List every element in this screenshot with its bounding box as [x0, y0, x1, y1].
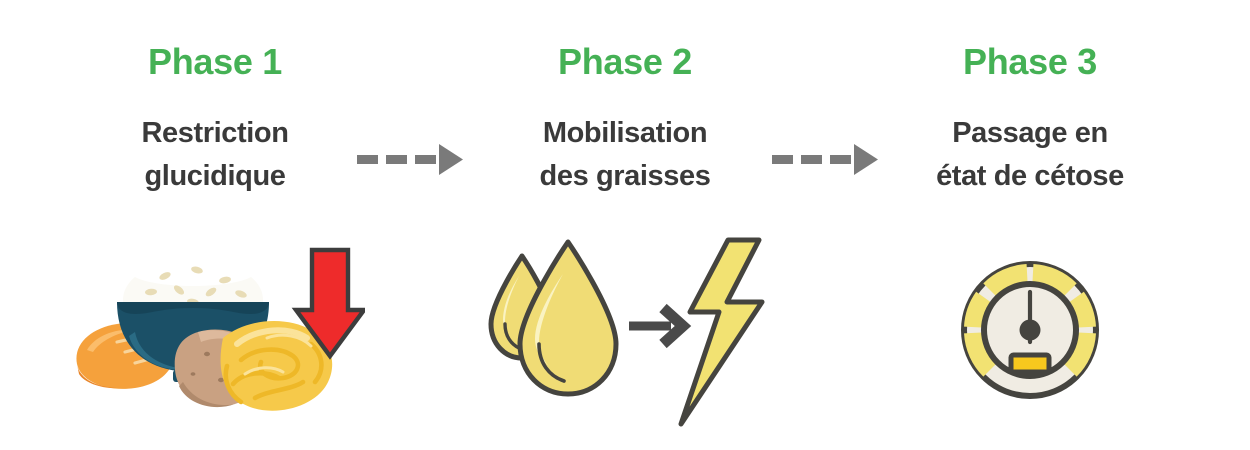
phase-column-3: Phase 3 Passage en état de cétose — [880, 0, 1180, 450]
phase-2-subtitle: Mobilisation des graisses — [475, 112, 775, 198]
phase-2-subtitle-line-2: des graisses — [539, 159, 711, 192]
phase-1-heading: Phase 1 — [148, 41, 282, 82]
phase-1-subtitle-line-1: Restriction — [141, 117, 289, 149]
solid-arrow-icon — [629, 303, 692, 349]
phase-1-subtitle-line-2: glucidique — [144, 159, 286, 192]
ketosis-gauge-icon — [961, 261, 1099, 399]
phase-2-illustration — [475, 232, 775, 432]
dashed-arrow-phase2-to-phase3 — [770, 138, 880, 182]
red-down-arrow-icon — [291, 247, 369, 360]
fat-droplet-large-icon — [517, 239, 619, 397]
gauge-display — [1008, 352, 1052, 375]
phase-1-illustration — [65, 232, 369, 432]
gauge-center-hub — [1019, 319, 1041, 341]
lightning-bolt-icon — [678, 237, 765, 427]
pasta-icon — [220, 320, 333, 411]
phase-2-subtitle-line-1: Mobilisation — [542, 117, 708, 149]
dashed-arrow-phase1-to-phase2 — [355, 138, 465, 182]
phase-column-2: Phase 2 Mobilisation des graisses — [475, 0, 775, 450]
phase-2-heading: Phase 2 — [558, 41, 692, 82]
phase-3-heading: Phase 3 — [963, 41, 1097, 82]
phase-1-subtitle: Restriction glucidique — [65, 112, 365, 198]
phase-3-subtitle-line-1: Passage en — [952, 117, 1108, 149]
phase-3-subtitle-line-2: état de cétose — [936, 159, 1124, 192]
phase-3-illustration — [880, 232, 1180, 432]
phase-column-1: Phase 1 Restriction glucidique — [65, 0, 369, 450]
phase-3-subtitle: Passage en état de cétose — [880, 112, 1180, 198]
